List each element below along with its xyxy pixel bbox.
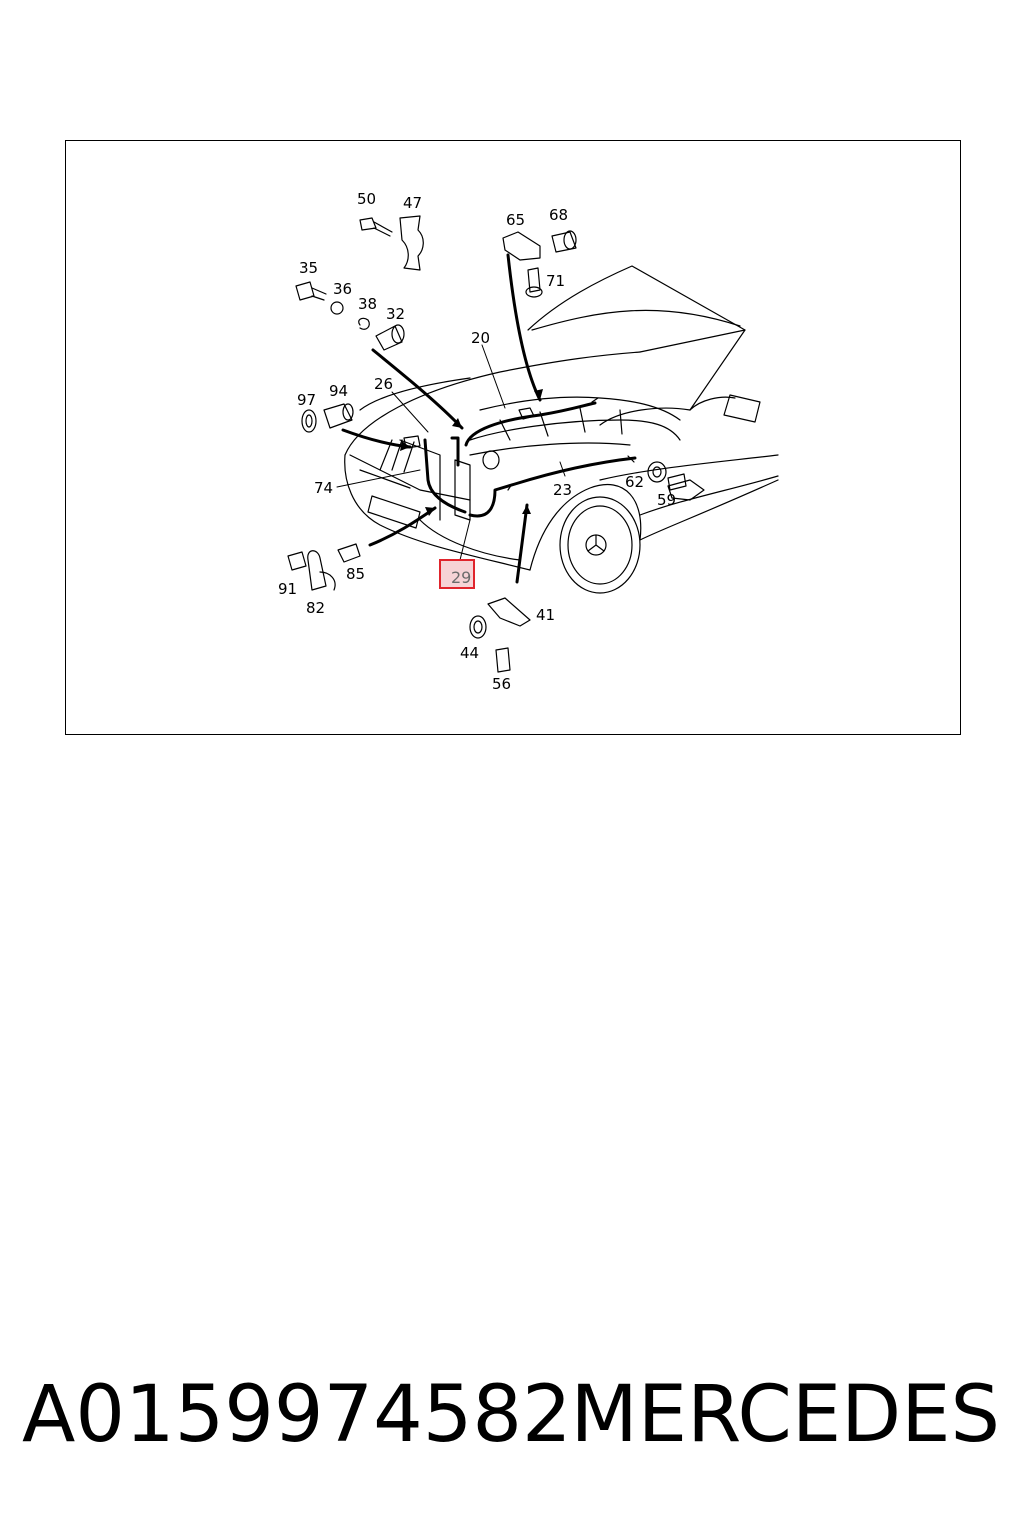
callout-23[interactable]: 23 [553,481,572,499]
diagram-frame [65,140,961,735]
callout-62[interactable]: 62 [625,473,644,491]
callout-20[interactable]: 20 [471,329,490,347]
callout-36[interactable]: 36 [333,280,352,298]
highlighted-callout-29[interactable]: 29 [439,559,475,589]
car-body-drawing [344,265,779,594]
arrow-heads [400,389,543,516]
callout-50[interactable]: 50 [357,190,376,208]
callout-47[interactable]: 47 [403,194,422,212]
brand-name: MERCEDES [570,1370,1001,1460]
part-number: A0159974582 [22,1370,572,1460]
callout-82[interactable]: 82 [306,599,325,617]
callout-65[interactable]: 65 [506,211,525,229]
callout-35[interactable]: 35 [299,259,318,277]
callout-68[interactable]: 68 [549,206,568,224]
leader-lines [336,344,566,561]
callout-44[interactable]: 44 [460,644,479,662]
highlight-box [439,559,475,589]
callout-71[interactable]: 71 [546,272,565,290]
callout-32[interactable]: 32 [386,305,405,323]
small-parts [287,215,705,673]
callout-85[interactable]: 85 [346,565,365,583]
hose-lines [423,401,637,518]
callout-59[interactable]: 59 [657,491,676,509]
callout-91[interactable]: 91 [278,580,297,598]
callout-38[interactable]: 38 [358,295,377,313]
callout-labels: 50 47 65 68 35 36 38 32 71 20 97 94 26 7… [278,190,676,693]
callout-74[interactable]: 74 [314,479,333,497]
callout-29[interactable]: 29 [451,568,471,587]
callout-94[interactable]: 94 [329,382,348,400]
callout-56[interactable]: 56 [492,675,511,693]
callout-41[interactable]: 41 [536,606,555,624]
callout-97[interactable]: 97 [297,391,316,409]
callout-26[interactable]: 26 [374,375,393,393]
